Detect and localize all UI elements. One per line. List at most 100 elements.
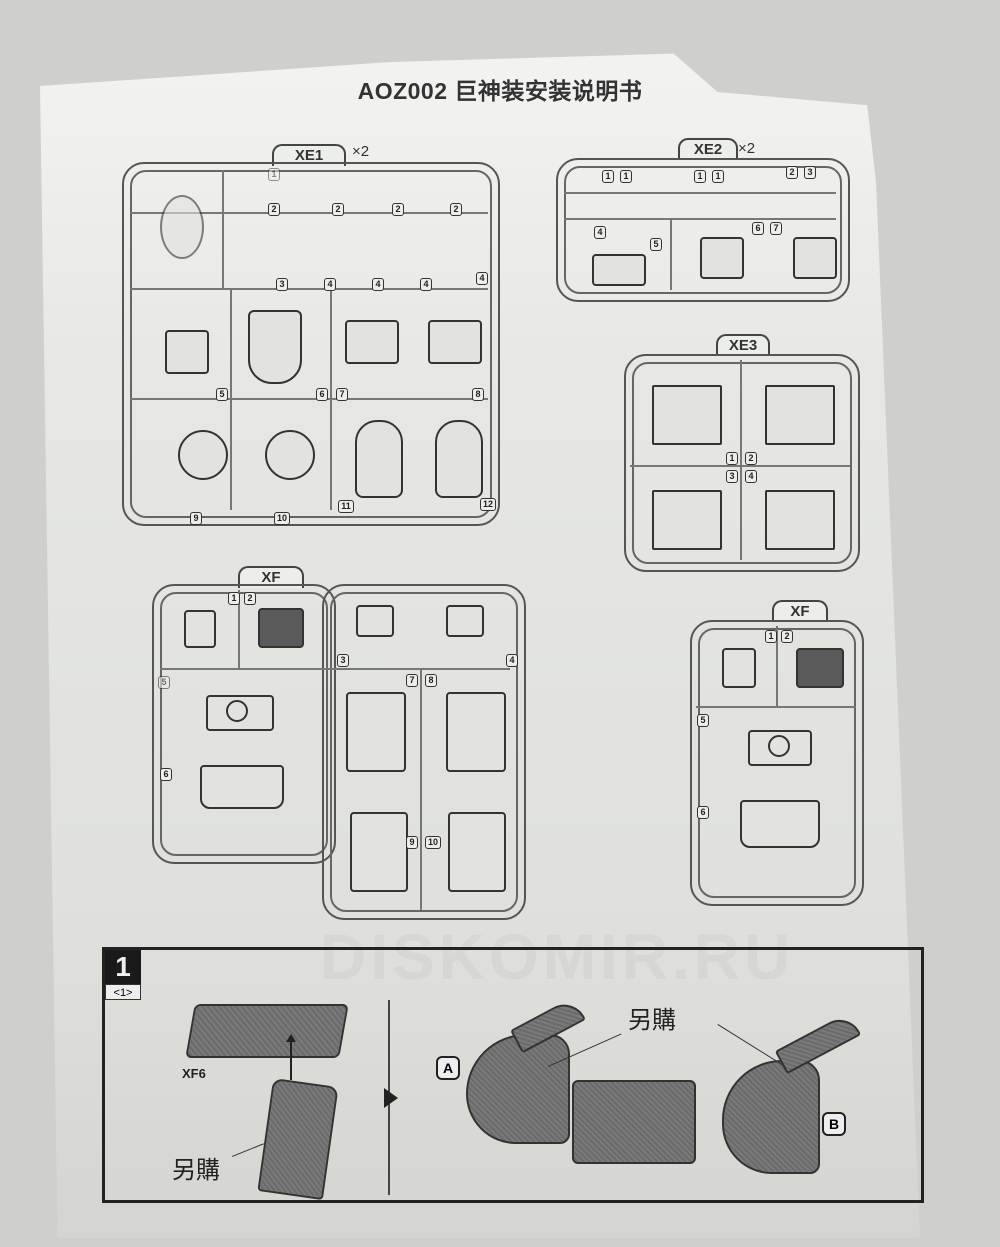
- sprue-part: [700, 237, 744, 279]
- part-number: 4: [506, 654, 518, 667]
- part-number: 2: [781, 630, 793, 643]
- part-number: 2: [450, 203, 462, 216]
- document-title: AOZ002 巨神装安装说明书: [357, 78, 643, 104]
- part-number: 3: [337, 654, 349, 667]
- runner-bar: [160, 668, 510, 670]
- sprue-runner: [322, 584, 526, 920]
- runner-bar: [776, 626, 778, 706]
- sprue-part: [265, 430, 315, 480]
- runner-bar: [222, 170, 224, 288]
- sprue-part: [592, 254, 646, 286]
- sprue-part: [765, 490, 835, 550]
- sprue-tag: XF: [772, 600, 828, 622]
- part-number: 8: [472, 388, 484, 401]
- part-number: 4: [372, 278, 384, 291]
- sprue-part: [160, 195, 204, 259]
- part-number: 4: [420, 278, 432, 291]
- part-number: 2: [392, 203, 404, 216]
- runner-bar: [130, 398, 488, 400]
- part-label-xf6: XF6: [182, 1066, 206, 1081]
- part-number: 4: [476, 272, 488, 285]
- callout-a: A: [436, 1056, 460, 1080]
- part-number: 1: [620, 170, 632, 183]
- sprue-part: [165, 330, 209, 374]
- sprue-part: [258, 608, 304, 648]
- part-number: 5: [158, 676, 170, 689]
- sprue-tag: XE3: [716, 334, 770, 356]
- part-xf6-illustration: [185, 1004, 349, 1058]
- watermark: DISKOMIR.RU: [320, 921, 795, 993]
- sold-separately-label: 另購: [172, 1157, 220, 1184]
- sprue-part: [722, 648, 756, 688]
- runner-bar: [630, 465, 850, 467]
- runner-bar: [420, 670, 422, 910]
- part-number: 5: [697, 714, 709, 727]
- sprue-part: [200, 765, 284, 809]
- part-number: 2: [332, 203, 344, 216]
- sprue-part: [345, 320, 399, 364]
- arrow-up-icon: [290, 1040, 292, 1080]
- part-number: 10: [274, 512, 290, 525]
- part-number: 8: [425, 674, 437, 687]
- runner-bar: [564, 218, 836, 220]
- runner-bar: [740, 360, 742, 560]
- part-number: 6: [697, 806, 709, 819]
- part-number: 12: [480, 498, 496, 511]
- runner-bar: [330, 290, 332, 510]
- part-number: 6: [160, 768, 172, 781]
- sprue-part: [796, 648, 844, 688]
- assembly-step-1: 1 <1>: [102, 947, 924, 1203]
- sprue-part: [448, 812, 506, 892]
- part-number: 1: [726, 452, 738, 465]
- runner-bar: [696, 706, 856, 708]
- sprue-part: [793, 237, 837, 279]
- sprue-tag: XF: [238, 566, 304, 588]
- sprue-part: [652, 490, 722, 550]
- part-number: 5: [216, 388, 228, 401]
- part-number: 1: [228, 592, 240, 605]
- sprue-runner: [624, 354, 860, 572]
- sprue-part: [446, 605, 484, 637]
- part-number: 1: [602, 170, 614, 183]
- sprue-part: [768, 735, 790, 757]
- sprue-part: [435, 420, 483, 498]
- center-frame-illustration: [572, 1080, 696, 1164]
- sprue-multiplier: ×2: [738, 140, 756, 157]
- part-number: 2: [786, 166, 798, 179]
- runner-bar: [238, 590, 240, 668]
- part-number: 6: [316, 388, 328, 401]
- part-number: 1: [268, 168, 280, 181]
- sprue-runner: [122, 162, 500, 526]
- sprue-part: [652, 385, 722, 445]
- part-number: 10: [425, 836, 441, 849]
- sprue-part: [446, 692, 506, 772]
- sprue-part: [356, 605, 394, 637]
- sprue-part: [740, 800, 820, 848]
- part-number: 9: [406, 836, 418, 849]
- part-number: 6: [752, 222, 764, 235]
- part-number: 7: [406, 674, 418, 687]
- sprue-tag: XE2: [678, 138, 738, 160]
- sprue-part: [226, 700, 248, 722]
- part-number: 3: [804, 166, 816, 179]
- sprue-tag: XE1: [272, 144, 346, 166]
- part-number: 9: [190, 512, 202, 525]
- sprue-part: [346, 692, 406, 772]
- part-number: 1: [694, 170, 706, 183]
- sprue-part: [350, 812, 408, 892]
- callout-b: B: [822, 1112, 846, 1136]
- runner-bar: [130, 212, 488, 214]
- step-sub-number: <1>: [105, 984, 141, 1000]
- sprue-part: [248, 310, 302, 384]
- part-number: 1: [712, 170, 724, 183]
- sprue-part: [184, 610, 216, 648]
- sprue-runner: [556, 158, 850, 302]
- part-number: 2: [244, 592, 256, 605]
- arrow-right-icon: [384, 1088, 398, 1108]
- step-number: 1: [105, 950, 141, 984]
- part-number: 2: [268, 203, 280, 216]
- part-number: 3: [726, 470, 738, 483]
- part-number: 7: [336, 388, 348, 401]
- part-number: 4: [324, 278, 336, 291]
- part-number: 4: [594, 226, 606, 239]
